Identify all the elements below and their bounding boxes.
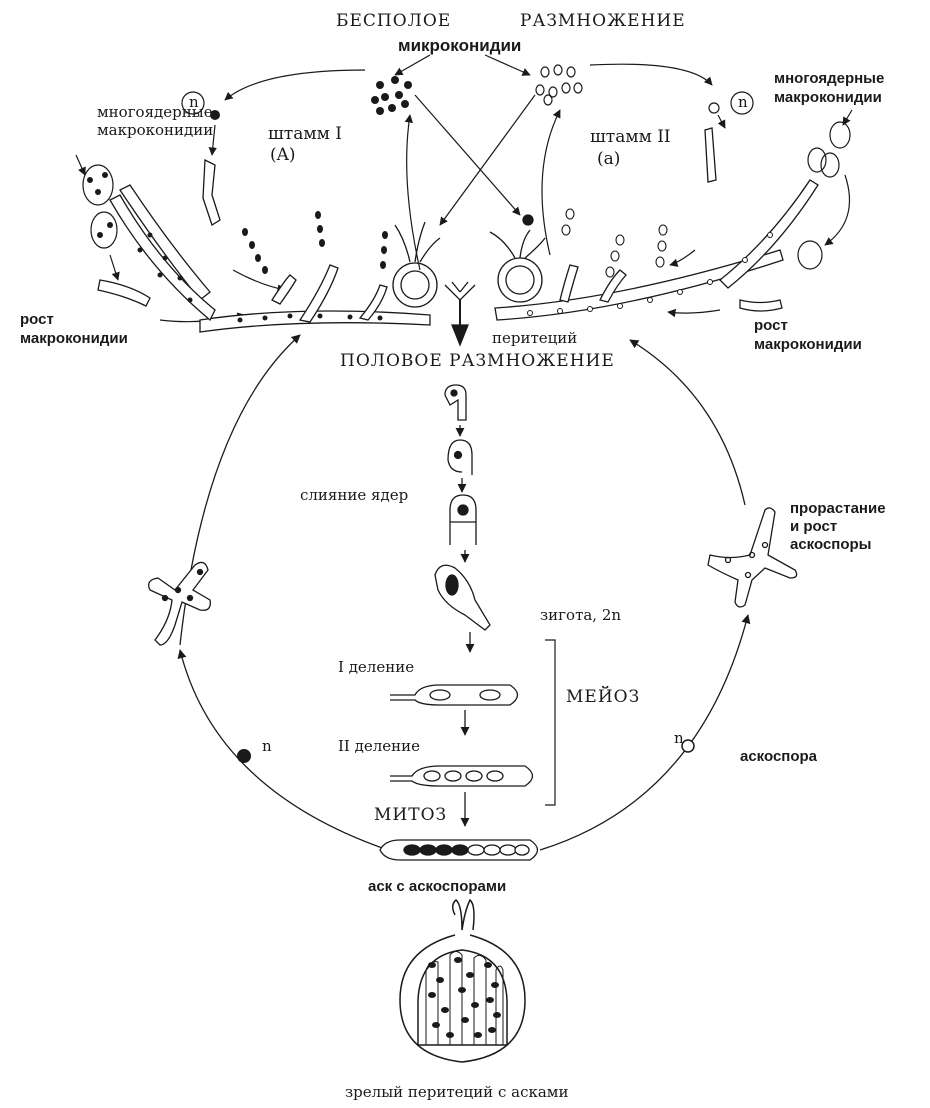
growth-macroconidia-right-line2: макроконидии — [754, 336, 862, 353]
ascus-division-1 — [390, 685, 518, 735]
ascus-with-ascospores-label: аск с аскоспорами — [368, 878, 506, 895]
multinuclear-macroconidia-right-line1: многоядерные — [774, 70, 884, 87]
fertilization-arrow — [445, 282, 475, 345]
ascospore-black — [237, 749, 251, 763]
growth-macroconidia-right-line1: рост — [754, 317, 788, 334]
multinuclear-macroconidia-right-line2: макроконидии — [774, 89, 882, 106]
meiosis-label: МЕЙОЗ — [566, 688, 640, 708]
n-spore-right: n — [674, 730, 684, 747]
growth-macroconidia-left-line2: макроконидии — [20, 330, 128, 347]
hypha-strain-2 — [495, 128, 818, 320]
growth-macroconidia-left-line1: рост — [20, 311, 54, 328]
meiosis-bracket — [545, 640, 555, 805]
zygote-label: зигота, 2n — [540, 607, 621, 624]
division-1-label: I деление — [338, 659, 414, 676]
division-2-label: II деление — [338, 738, 420, 755]
germination-label-line2: и рост — [790, 518, 837, 535]
protoperithecium-right — [490, 215, 545, 302]
germination-label-line3: аскоспоры — [790, 536, 872, 553]
protoperithecium-left — [393, 222, 440, 307]
life-cycle-circle — [180, 335, 748, 850]
sexual-title: ПОЛОВОЕ РАЗМНОЖЕНИЕ — [340, 352, 615, 372]
hypha-strain-1 — [98, 160, 430, 332]
mature-perithecium-label: зрелый перитеций с асками — [345, 1084, 568, 1101]
n-spore-left: n — [262, 738, 272, 755]
circle-arc-right-upper — [630, 340, 745, 505]
strain-2-label: штамм II — [590, 128, 671, 148]
circle-arc-right-lower — [540, 615, 748, 850]
nuclear-fusion-sequence — [435, 385, 490, 652]
asexual-title-right: РАЗМНОЖЕНИЕ — [520, 12, 686, 32]
n-marker-right: n — [738, 94, 748, 111]
strain-2-mating-type: (a) — [597, 150, 620, 170]
ascus-with-ascospores-shape — [380, 840, 538, 860]
germinating-ascospore-left — [149, 562, 211, 645]
perithecium-label: перитеций — [492, 330, 577, 347]
strain-1-label: штамм I — [268, 125, 342, 145]
mitosis-label: МИТОЗ — [374, 806, 447, 826]
microconidia-white — [536, 65, 582, 105]
mature-perithecium-spores — [428, 957, 501, 1038]
microconidia-black — [371, 76, 412, 115]
strain-1-mating-type: (A) — [270, 146, 296, 166]
n-marker-left: n — [189, 94, 199, 111]
conidia-chains-strain-1 — [242, 211, 388, 274]
nuclear-fusion-label: слияние ядер — [300, 487, 408, 504]
germination-label-line1: прорастание — [790, 500, 886, 517]
asexual-title-left: БЕСПОЛОЕ — [336, 12, 451, 32]
germinating-ascospore-right — [708, 508, 797, 607]
multinuclear-macroconidia-left-line2: макроконидии — [97, 122, 213, 139]
microconidia-label: микроконидии — [398, 36, 521, 56]
ascospore-label: аскоспора — [740, 748, 817, 765]
